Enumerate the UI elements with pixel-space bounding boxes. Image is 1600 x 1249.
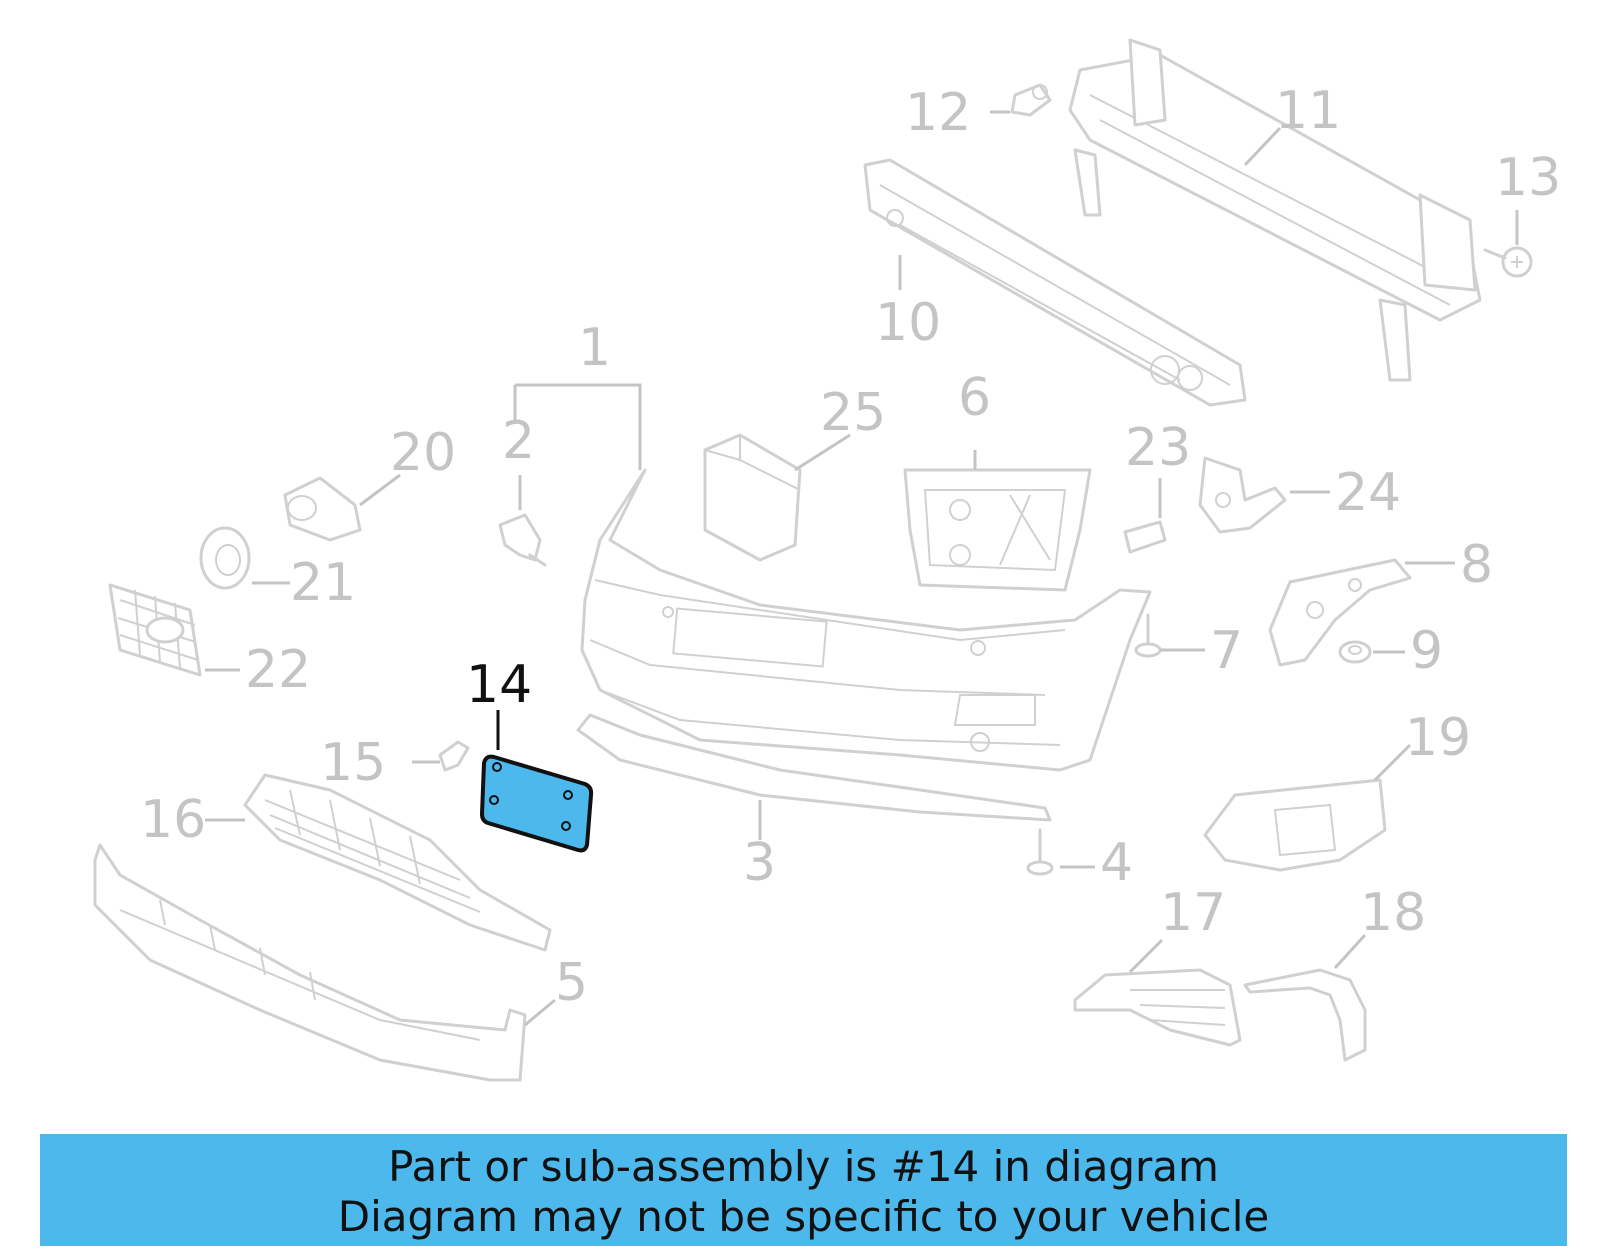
- callout-18: 18: [1360, 883, 1426, 943]
- part-16-lower-grille: [243, 773, 552, 952]
- part-20-sensor: [283, 476, 362, 542]
- callout-1: 1: [578, 318, 611, 378]
- part-5-lower-trim: [93, 843, 527, 1082]
- callout-6: 6: [958, 368, 991, 428]
- callout-16: 16: [140, 790, 206, 850]
- part-10-absorber: [863, 158, 1247, 407]
- callout-13: 13: [1495, 148, 1561, 208]
- callout-12: 12: [905, 83, 971, 143]
- part-6-mount-bracket: [903, 468, 1092, 592]
- callout-21: 21: [290, 553, 356, 613]
- callout-14: 14: [466, 655, 532, 715]
- part-2-bracket: [498, 513, 547, 567]
- part-19-fog-housing: [1203, 778, 1387, 872]
- callout-15: 15: [320, 733, 386, 793]
- callout-25: 25: [820, 383, 886, 443]
- part-12-bolt: [1010, 83, 1052, 117]
- callout-22: 22: [245, 640, 311, 700]
- callout-11: 11: [1275, 81, 1341, 141]
- callout-8: 8: [1460, 535, 1493, 595]
- part-9-nut: [1338, 640, 1372, 664]
- part-21-grommet: [199, 526, 251, 590]
- callout-5: 5: [555, 953, 588, 1013]
- callouts: 1 2 3 4 5 6 7 8 9 10 11 12 13 14 15 16 1…: [140, 81, 1561, 1013]
- callout-17: 17: [1160, 883, 1226, 943]
- callout-3: 3: [743, 833, 776, 893]
- part-8-side-bracket: [1268, 558, 1412, 667]
- banner-line-1: Part or sub-assembly is #14 in diagram: [388, 1142, 1219, 1191]
- callout-23: 23: [1125, 418, 1191, 478]
- callout-7: 7: [1210, 621, 1243, 681]
- callout-2: 2: [502, 411, 535, 471]
- part-17-fog-trim: [1073, 968, 1242, 1047]
- callout-4: 4: [1100, 833, 1133, 893]
- part-25-radar: [703, 433, 802, 562]
- part-4-screw: [1026, 828, 1054, 876]
- part-7-screw: [1134, 613, 1162, 658]
- part-13-screw: [1483, 246, 1533, 278]
- part-18-chrome-strip: [1243, 968, 1367, 1062]
- part-15-clip: [438, 740, 470, 772]
- callout-24: 24: [1335, 463, 1401, 523]
- part-22-grille-insert: [108, 583, 202, 677]
- part-14-license-bracket: [480, 754, 594, 853]
- callout-9: 9: [1410, 621, 1443, 681]
- banner-line-2: Diagram may not be specific to your vehi…: [337, 1192, 1270, 1241]
- callout-20: 20: [390, 423, 456, 483]
- leader-lines: [205, 110, 1519, 1027]
- callout-19: 19: [1405, 708, 1471, 768]
- info-banner: Part or sub-assembly is #14 in diagram D…: [40, 1134, 1567, 1246]
- part-1-bumper-cover: [580, 468, 1152, 772]
- callout-10: 10: [875, 293, 941, 353]
- part-23-sensor-plug: [1123, 520, 1167, 554]
- part-24-bracket: [1198, 456, 1287, 534]
- part-11-reinforcement-bar: [1068, 38, 1482, 382]
- part-3-spoiler: [576, 713, 1052, 822]
